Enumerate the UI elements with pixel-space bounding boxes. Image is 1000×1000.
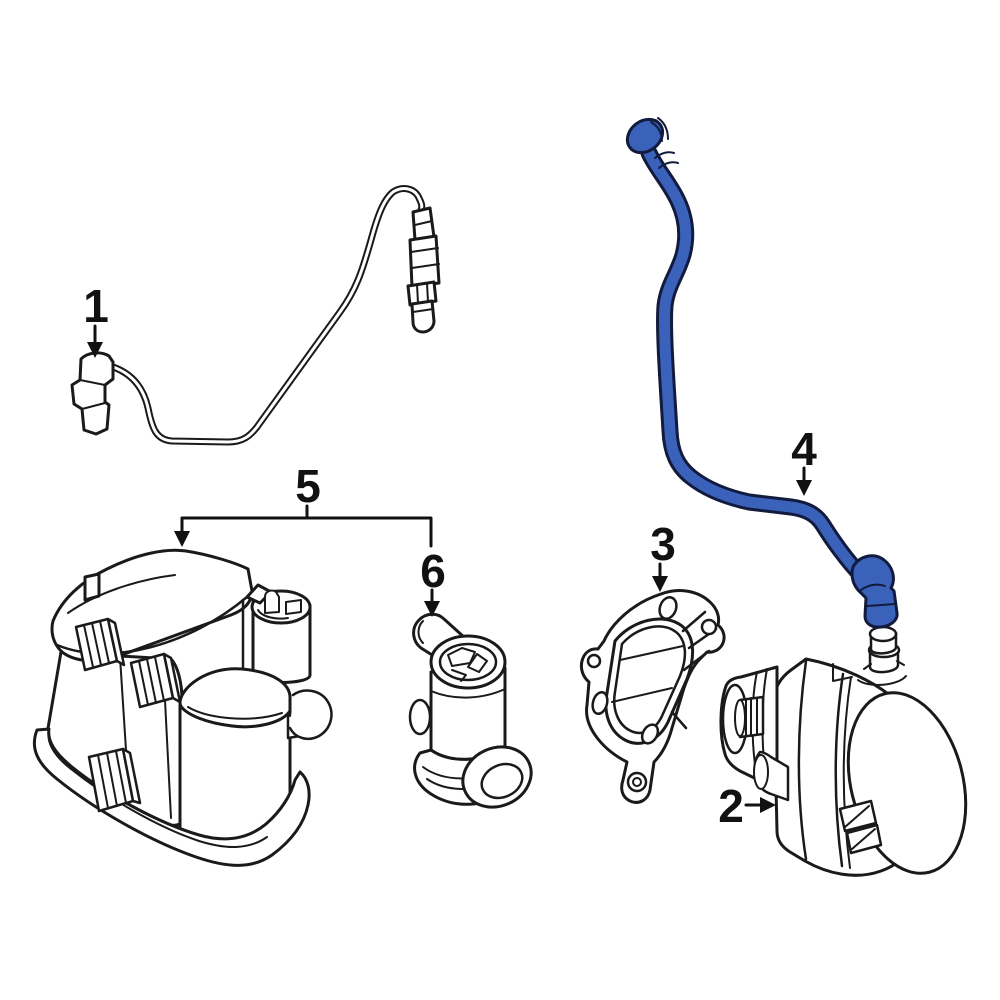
part-vapor-canister — [32, 548, 333, 867]
part-air-hose-highlighted — [625, 117, 899, 629]
arrow-to-gasket — [652, 576, 668, 592]
callout-label-1: 1 — [83, 280, 109, 332]
part-purge-valve — [408, 612, 533, 809]
arrow-to-oxygen-sensor — [87, 342, 103, 358]
arrow-to-air-hose — [796, 480, 812, 496]
arrow-to-air-pump — [760, 797, 776, 813]
arrow-to-purge-valve — [424, 601, 440, 617]
part-secondary-air-pump — [719, 625, 968, 877]
callout-label-6: 6 — [420, 545, 446, 597]
hose-end-connector — [625, 117, 665, 155]
part-oxygen-sensor — [70, 185, 441, 446]
callout-label-3: 3 — [650, 518, 676, 570]
callout-label-5: 5 — [295, 460, 321, 512]
callout-bracket-5-6 — [180, 504, 433, 548]
arrow-to-vapor-canister — [174, 531, 190, 547]
callouts: 1 5 6 3 4 2 — [83, 280, 817, 832]
hose-body — [643, 147, 883, 594]
callout-label-4: 4 — [791, 423, 817, 475]
hose-elbow-fitting — [850, 554, 899, 629]
part-pump-mounting-gasket — [579, 589, 726, 804]
callout-label-2: 2 — [718, 780, 744, 832]
